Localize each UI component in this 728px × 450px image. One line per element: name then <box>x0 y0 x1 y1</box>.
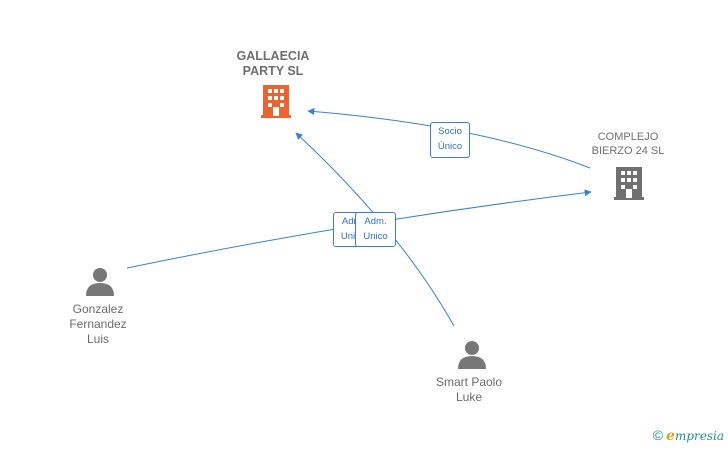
brand-name: mpresia <box>674 429 724 443</box>
edge-label-socio-unico[interactable]: Socio Único <box>430 122 470 158</box>
person-name-line: Smart Paolo <box>435 375 503 389</box>
building-icon[interactable] <box>614 167 644 200</box>
person-name-line: Gonzalez <box>72 302 124 316</box>
person-name-line: Luis <box>86 332 109 346</box>
edge-label-line: Unico <box>340 231 366 242</box>
company-name-complejo[interactable]: COMPLEJO BIERZO 24 SL <box>578 130 678 158</box>
edge-label-line: Socio <box>438 126 462 137</box>
edge-label-line: Unico <box>363 231 388 242</box>
company-name-line: PARTY SL <box>242 64 304 78</box>
empresia-logo: ©empresia <box>653 427 724 444</box>
company-name-line: GALLAECIA <box>236 49 310 63</box>
person-icon[interactable] <box>86 268 114 296</box>
company-name-line: COMPLEJO <box>597 131 659 143</box>
edge-label-adm-unico-front[interactable]: Adm. Unico <box>355 212 396 247</box>
person-icon[interactable] <box>458 341 486 369</box>
person-name-line: Fernandez <box>69 317 127 331</box>
edge-label-line: Adm. <box>364 216 387 227</box>
building-icon[interactable] <box>261 85 291 118</box>
edge-label-line: Adm. <box>341 216 365 227</box>
edge-label-line: Único <box>437 141 463 152</box>
company-name-gallaecia[interactable]: GALLAECIA PARTY SL <box>223 49 323 79</box>
person-name-gonzalez[interactable]: Gonzalez Fernandez Luis <box>48 302 148 347</box>
brand-initial: e <box>666 428 675 444</box>
company-name-line: BIERZO 24 SL <box>591 145 665 157</box>
person-name-smart[interactable]: Smart Paolo Luke <box>419 375 519 405</box>
person-name-line: Luke <box>455 390 483 404</box>
copyright-symbol: © <box>652 427 664 443</box>
